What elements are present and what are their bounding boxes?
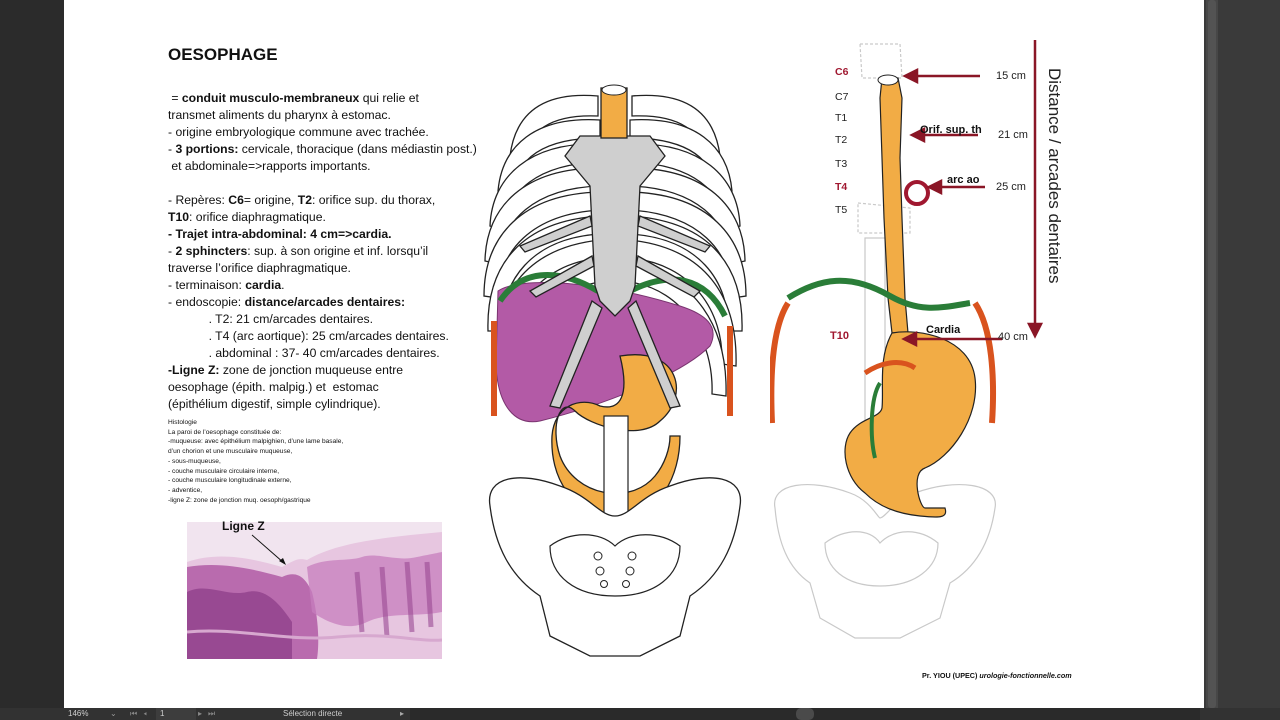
aortic-arch-ring — [904, 180, 930, 206]
vertical-scroll-thumb[interactable] — [1208, 0, 1216, 708]
diaphragm-side — [770, 301, 791, 424]
body-text: = conduit musculo-membraneux qui relie e… — [168, 91, 477, 411]
annotation-orifice: Orif. sup. th — [920, 124, 982, 136]
vertical-distance-label: Distance / arcades dentaires — [1045, 68, 1064, 284]
diaphragm-side — [972, 301, 996, 424]
distance-40cm: 40 cm — [998, 331, 1028, 343]
vertebra-label-t4: T4 — [835, 181, 848, 193]
oesophagus-illustration — [770, 40, 1044, 639]
thorax-illustration — [483, 84, 747, 657]
vertebra-label-t2: T2 — [835, 134, 848, 146]
vertebra-label-t3: T3 — [835, 158, 848, 170]
annotation-cardia: Cardia — [926, 324, 961, 336]
page-number-field[interactable]: 1 — [156, 708, 196, 720]
horizontal-scroll-thumb[interactable] — [796, 708, 814, 720]
zoom-dropdown-icon[interactable]: ⌄ — [110, 709, 117, 718]
left-gutter — [0, 0, 64, 708]
distance-25cm: 25 cm — [996, 181, 1026, 193]
histology-micrograph — [187, 522, 442, 659]
page-title: OESOPHAGE — [168, 45, 278, 64]
histology-notes: Histologie La paroi de l’oesophage const… — [168, 419, 344, 504]
micrograph-label: Ligne Z — [222, 519, 265, 533]
vertebra-label-t1: T1 — [835, 112, 848, 124]
vertebra-label-c6: C6 — [835, 66, 849, 78]
tool-mode[interactable]: Sélection directe — [283, 709, 343, 718]
stomach — [844, 331, 977, 518]
vertebra-label-c7: C7 — [835, 91, 849, 103]
annotation-arc-aortique: arc ao — [947, 174, 980, 186]
oesophagus-top — [600, 87, 628, 139]
credit-line: Pr. YIOU (UPEC) urologie-fonctionnelle.c… — [922, 671, 1072, 680]
distance-21cm: 21 cm — [998, 129, 1028, 141]
document-page: C6 C7 T1 T2 T3 T4 T5 T10 15 cm 21 cm 25 … — [64, 0, 1204, 708]
zoom-level[interactable]: 146% — [68, 709, 89, 718]
sternum — [564, 135, 666, 317]
mode-menu-icon[interactable]: ▸ — [400, 709, 405, 718]
status-bar: 146% ⌄ ⏮◂ 1 ▸⏭ Sélection directe ▸ — [0, 708, 1280, 720]
vertebra-label-t10: T10 — [830, 330, 849, 342]
distance-15cm: 15 cm — [996, 70, 1026, 82]
vertebra-label-t5: T5 — [835, 204, 848, 216]
diaphragm — [628, 276, 728, 318]
stomach — [551, 354, 681, 517]
first-prev-page-icon[interactable]: ⏮◂ — [130, 709, 153, 718]
diaphragm — [786, 277, 971, 311]
micrograph-pointer — [251, 534, 286, 565]
next-last-page-icon[interactable]: ▸⏭ — [198, 709, 222, 718]
diaphragm — [497, 272, 600, 303]
